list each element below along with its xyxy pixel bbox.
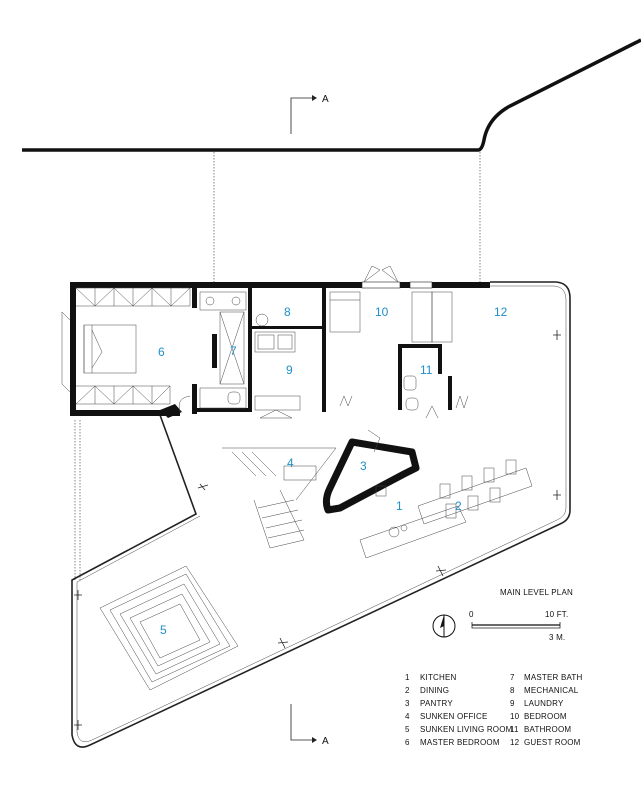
deck-outline (71, 281, 571, 748)
room-numbers: 1 2 3 4 5 6 7 8 9 10 11 12 (158, 305, 508, 637)
kitchen-island (359, 485, 467, 559)
legend-number-4: 4 (405, 712, 410, 721)
room-number-6: 6 (158, 345, 165, 359)
room-number-5: 5 (160, 623, 167, 637)
scale-zero: 0 (469, 610, 474, 619)
scale-feet: 10 FT. (545, 610, 568, 619)
room-number-3: 3 (360, 459, 367, 473)
room-number-11: 11 (420, 363, 433, 377)
room-number-9: 9 (286, 363, 293, 377)
room-number-4: 4 (287, 456, 294, 470)
legend-number-6: 6 (405, 738, 410, 747)
room-number-8: 8 (284, 305, 291, 319)
dining-table (417, 459, 533, 525)
legend-name-1: KITCHEN (420, 673, 457, 682)
legend-number-5: 5 (405, 725, 410, 734)
room-number-7: 7 (230, 344, 237, 358)
legend-number-9: 9 (510, 699, 515, 708)
north-arrow-icon (432, 614, 456, 638)
section-marker-bottom: A (290, 704, 329, 747)
legend-number-10: 10 (510, 712, 520, 721)
legend-number-3: 3 (405, 699, 410, 708)
legend-name-2: DINING (420, 686, 449, 695)
legend-name-6: MASTER BEDROOM (420, 738, 500, 747)
legend-number-12: 12 (510, 738, 520, 747)
legend-name-5: SUNKEN LIVING ROOM (420, 725, 513, 734)
legend-name-7: MASTER BATH (524, 673, 583, 682)
legend-name-4: SUNKEN OFFICE (420, 712, 488, 721)
legend-name-3: PANTRY (420, 699, 453, 708)
legend-number-11: 11 (510, 725, 519, 734)
plan-title: MAIN LEVEL PLAN (500, 588, 573, 597)
scale-meters: 3 M. (549, 633, 565, 642)
legend-number-2: 2 (405, 686, 410, 695)
room-number-12: 12 (494, 305, 508, 319)
room-number-2: 2 (455, 499, 462, 513)
room-number-10: 10 (375, 305, 389, 319)
section-label-top: A (322, 94, 329, 105)
pantry-walls (322, 438, 420, 514)
legend-number-1: 1 (405, 673, 410, 682)
legend-name-9: LAUNDRY (524, 699, 564, 708)
exterior-walls (70, 282, 490, 418)
legend-name-8: MECHANICAL (524, 686, 579, 695)
office-stair (222, 447, 337, 549)
legend-name-10: BEDROOM (524, 712, 567, 721)
section-label-bottom: A (322, 736, 329, 747)
room-legend: 1 KITCHEN 2 DINING 3 PANTRY 4 SUNKEN OFFICE 5 SUN… (405, 673, 583, 747)
site-line (22, 38, 641, 152)
room-number-1: 1 (396, 499, 403, 513)
sunken-living-room (99, 565, 239, 691)
section-marker-top: A (290, 94, 329, 134)
legend-name-12: GUEST ROOM (524, 738, 581, 747)
scale-bar: 0 10 FT. 3 M. (469, 610, 568, 642)
legend-number-7: 7 (510, 673, 515, 682)
legend-number-8: 8 (510, 686, 515, 695)
legend-name-11: BATHROOM (524, 725, 571, 734)
